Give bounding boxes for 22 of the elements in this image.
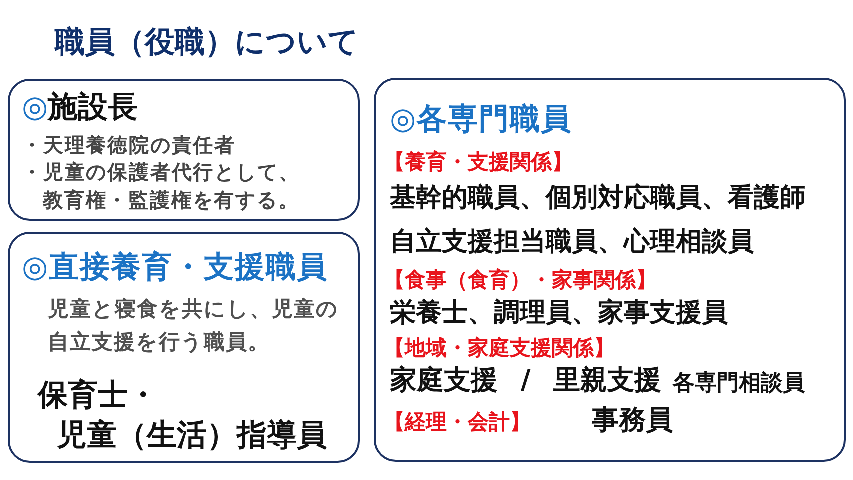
rounded-panel	[8, 79, 360, 221]
page-title: 職員（役職）について	[55, 24, 359, 62]
bullet-text: ・児童の保護者代行として、教育権・監護権を有する。	[22, 159, 302, 214]
job-list: 家庭支援 / 里親支援	[390, 364, 662, 398]
section-heading: ◎施設長	[22, 90, 138, 126]
job-list: 事務員	[592, 404, 673, 438]
rounded-panel	[8, 232, 360, 463]
job-list: 基幹的職員、個別対応職員、看護師	[390, 181, 806, 215]
bullet-text: ・天理養徳院の責任者	[22, 132, 236, 159]
job-title: 保育士・	[38, 378, 158, 414]
job-list: 栄養士、調理員、家事支援員	[390, 296, 728, 330]
category-label: 【食事（食育）・家事関係】	[384, 267, 657, 294]
job-list: 各専門相談員	[673, 370, 805, 398]
description-text: 児童と寝食を共にし、児童の自立支援を行う職員。	[48, 296, 340, 356]
job-title: 児童（生活）指導員	[57, 418, 327, 454]
category-label: 【地域・家庭支援関係】	[384, 335, 615, 362]
category-label: 【養育・支援関係】	[384, 149, 573, 176]
section-heading: ◎直接養育・支援職員	[22, 250, 328, 286]
rounded-panel	[374, 78, 846, 462]
section-heading: ◎各専門職員	[390, 102, 572, 138]
job-list: 自立支援担当職員、心理相談員	[390, 225, 754, 259]
category-label: 【経理・会計】	[384, 409, 531, 436]
